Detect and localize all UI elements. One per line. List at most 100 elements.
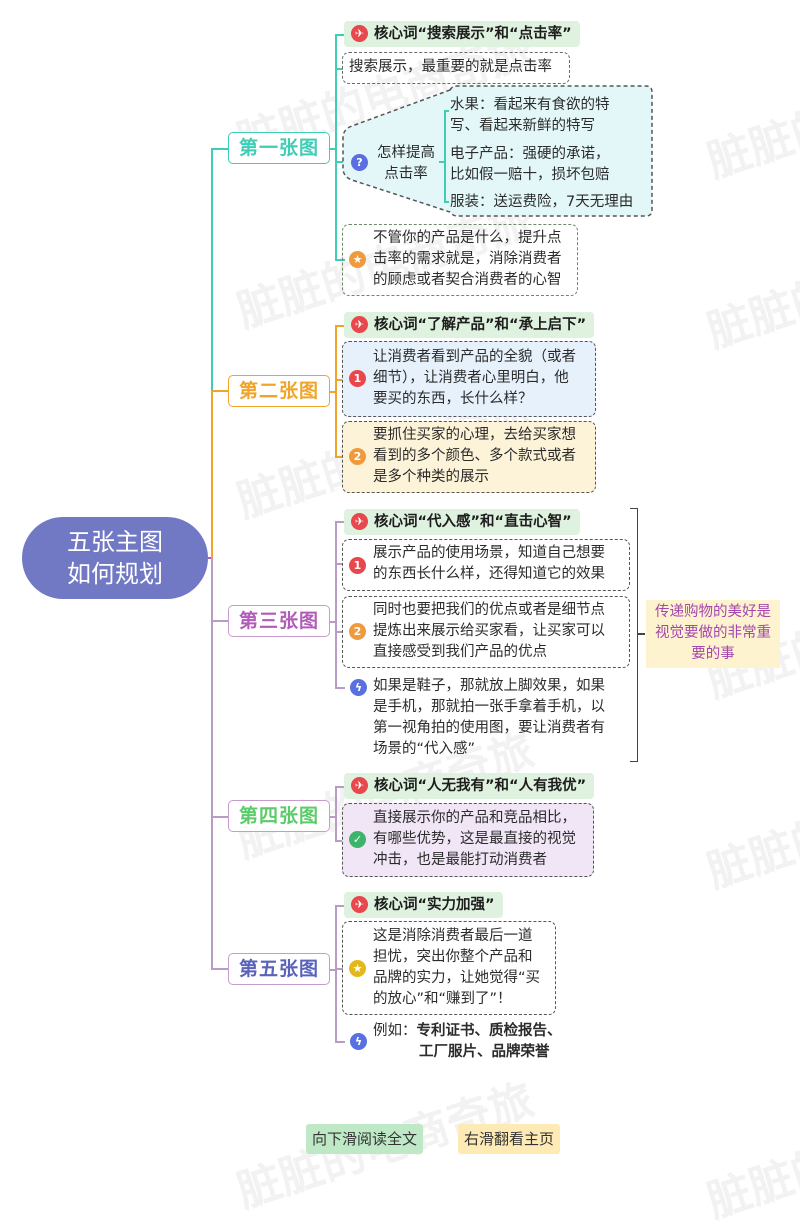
item-line: 提炼出来展示给买家看，让买家可以 <box>373 623 605 639</box>
item-line: 要抓住买家的心理，去给买家想 <box>373 427 576 443</box>
watermark: 脏脏的电商奇旅 <box>701 1084 800 1229</box>
connector <box>330 969 336 971</box>
item-line: 要买的东西，长什么样？ <box>373 391 533 407</box>
branch-3-item-2: 2 同时也要把我们的优点或者是细节点 提炼出来展示给买家看，让买家可以 直接感受… <box>342 596 630 668</box>
connector <box>211 148 213 390</box>
answer-fruit: 水果：看起来有食欲的特 写、看起来新鲜的特写 <box>450 95 610 137</box>
question-label: 怎样提高 点击率 <box>373 143 439 185</box>
branch-4-keyword: ✈ 核心词“人无我有”和“人有我优” <box>344 773 595 799</box>
example-prefix: 例如： <box>373 1023 417 1039</box>
connector <box>211 558 213 969</box>
item-line: 是多个种类的展示 <box>373 469 489 485</box>
question-label-line: 怎样提高 <box>377 145 435 161</box>
star-icon: ★ <box>349 960 366 977</box>
note-line: 担忧，突出你整个产品和 <box>373 949 533 965</box>
number-2-icon: 2 <box>349 623 366 640</box>
keyword-text: 核心词“了解产品”和“承上启下” <box>374 317 587 333</box>
branch-2-label: 第二张图 <box>228 375 330 407</box>
note-text: 搜索展示，最重要的就是点击率 <box>349 59 552 75</box>
branch-2-item-1: 1 让消费者看到产品的全貌（或者 细节），让消费者心里明白，他 要买的东西，长什… <box>342 341 596 417</box>
branch-1-note: 搜索展示，最重要的就是点击率 <box>342 52 570 84</box>
connector <box>335 68 343 70</box>
connector <box>335 34 345 36</box>
branch-5-example: 例如：专利证书、质检报告、 工厂服片、品牌荣誉 <box>373 1021 562 1063</box>
keyword-text: 核心词“搜索展示”和“点击率” <box>374 26 572 42</box>
connector <box>330 391 336 393</box>
item-line: 展示产品的使用场景，知道自己想要 <box>373 545 605 561</box>
root-title-line2: 如何规划 <box>67 560 163 588</box>
item-line: 的东西长什么样，还得知道它的效果 <box>373 566 605 582</box>
check-icon: ✓ <box>349 831 366 848</box>
connector <box>211 390 228 392</box>
branch-4-label: 第四张图 <box>228 800 330 832</box>
branch-2-item-2: 2 要抓住买家的心理，去给买家想 看到的多个颜色、多个款式或者 是多个种类的展示 <box>342 421 596 493</box>
summary-note: 传递购物的美好是 视觉要做的非常重 要的事 <box>646 600 780 668</box>
note-text: 这是消除消费者最后一道 担忧，突出你整个产品和 品牌的实力，让她觉得“买 的放心… <box>373 926 540 1010</box>
number-1-icon: 1 <box>349 557 366 574</box>
connector <box>335 456 343 458</box>
watermark: 脏脏的电商奇旅 <box>701 754 800 899</box>
branch-5-keyword: ✈ 核心词“实力加强” <box>344 892 503 918</box>
answer-clothing: 服装：送运费险，7天无理由 <box>450 192 633 213</box>
example-line: 如果是鞋子，那就放上脚效果，如果 <box>373 678 605 694</box>
connector <box>335 34 337 260</box>
pin-icon: ✈ <box>351 316 368 333</box>
question-icon: ? <box>351 154 368 171</box>
note-line: 冲击，也是最能打动消费者 <box>373 852 547 868</box>
star-note-text: 不管你的产品是什么，提升点 击率的需求就是，消除消费者 的顾虑或者契合消费者的心… <box>373 228 562 291</box>
pin-icon: ✈ <box>351 25 368 42</box>
note-line: 直接展示你的产品和竞品相比， <box>373 810 576 826</box>
note-line: 的放心”和“赚到了”！ <box>373 991 512 1007</box>
answer-line: 服装：送运费险，7天无理由 <box>450 194 634 210</box>
connector <box>330 621 336 623</box>
root-title-line1: 五张主图 <box>67 528 163 556</box>
connector <box>211 390 213 558</box>
read-more-button[interactable]: 向下滑阅读全文 <box>306 1124 424 1154</box>
connector <box>335 161 343 163</box>
note-text: 直接展示你的产品和竞品相比， 有哪些优势，这是最直接的视觉 冲击，也是最能打动消… <box>373 808 576 871</box>
connector <box>335 840 343 842</box>
note-line: 不管你的产品是什么，提升点 <box>373 230 562 246</box>
connector <box>335 786 337 841</box>
answer-electronics: 电子产品：强硬的承诺， 比如假一赔十，损坏包赔 <box>450 144 610 186</box>
example-line: 第一视角拍的使用图，要让消费者有 <box>373 720 605 736</box>
connector <box>444 110 446 202</box>
summary-bracket <box>630 508 638 762</box>
item-line: 细节），让消费者心里明白，他 <box>373 370 569 386</box>
item-line: 直接感受到我们产品的优点 <box>373 644 547 660</box>
connector <box>330 148 336 150</box>
keyword-text: 核心词“人无我有”和“人有我优” <box>374 778 587 794</box>
example-line: 工厂服片、品牌荣誉 <box>419 1044 550 1060</box>
watermark: 脏脏的电商奇旅 <box>701 214 800 359</box>
example-line: 场景的“代入感” <box>373 741 476 757</box>
swipe-home-button[interactable]: 右滑翻看主页 <box>458 1124 561 1154</box>
item-text: 要抓住买家的心理，去给买家想 看到的多个颜色、多个款式或者 是多个种类的展示 <box>373 425 576 488</box>
connector <box>330 816 336 818</box>
answer-line: 比如假一赔十，损坏包赔 <box>450 167 610 183</box>
branch-2-keyword: ✈ 核心词“了解产品”和“承上启下” <box>344 312 595 338</box>
branch-5-star-note: ★ 这是消除消费者最后一道 担忧，突出你整个产品和 品牌的实力，让她觉得“买 的… <box>342 921 556 1015</box>
number-1-icon: 1 <box>349 370 366 387</box>
connector <box>335 687 345 689</box>
example-line: 是手机，那就拍一张手拿着手机，以 <box>373 699 605 715</box>
item-line: 看到的多个颜色、多个款式或者 <box>373 448 576 464</box>
connector <box>638 633 645 635</box>
keyword-text: 核心词“实力加强” <box>374 897 495 913</box>
connector <box>335 563 343 565</box>
connector <box>444 110 449 112</box>
item-text: 展示产品的使用场景，知道自己想要 的东西长什么样，还得知道它的效果 <box>373 543 605 585</box>
bolt-icon: ϟ <box>350 1033 367 1050</box>
note-line: 品牌的实力，让她觉得“买 <box>373 970 541 986</box>
connector <box>335 968 343 970</box>
connector <box>335 259 345 261</box>
connector <box>335 905 345 907</box>
note-line: 有哪些优势，这是最直接的视觉 <box>373 831 576 847</box>
branch-3-keyword: ✈ 核心词“代入感”和“直击心智” <box>344 509 580 535</box>
note-line: 击率的需求就是，消除消费者 <box>373 251 562 267</box>
number-2-icon: 2 <box>349 448 366 465</box>
question-callout-shape <box>342 85 653 217</box>
branch-1-star-note: ★ 不管你的产品是什么，提升点 击率的需求就是，消除消费者 的顾虑或者契合消费者… <box>342 224 578 296</box>
branch-4-check-note: ✓ 直接展示你的产品和竞品相比， 有哪些优势，这是最直接的视觉 冲击，也是最能打… <box>342 803 594 877</box>
connector <box>211 620 228 622</box>
connector <box>335 325 345 327</box>
